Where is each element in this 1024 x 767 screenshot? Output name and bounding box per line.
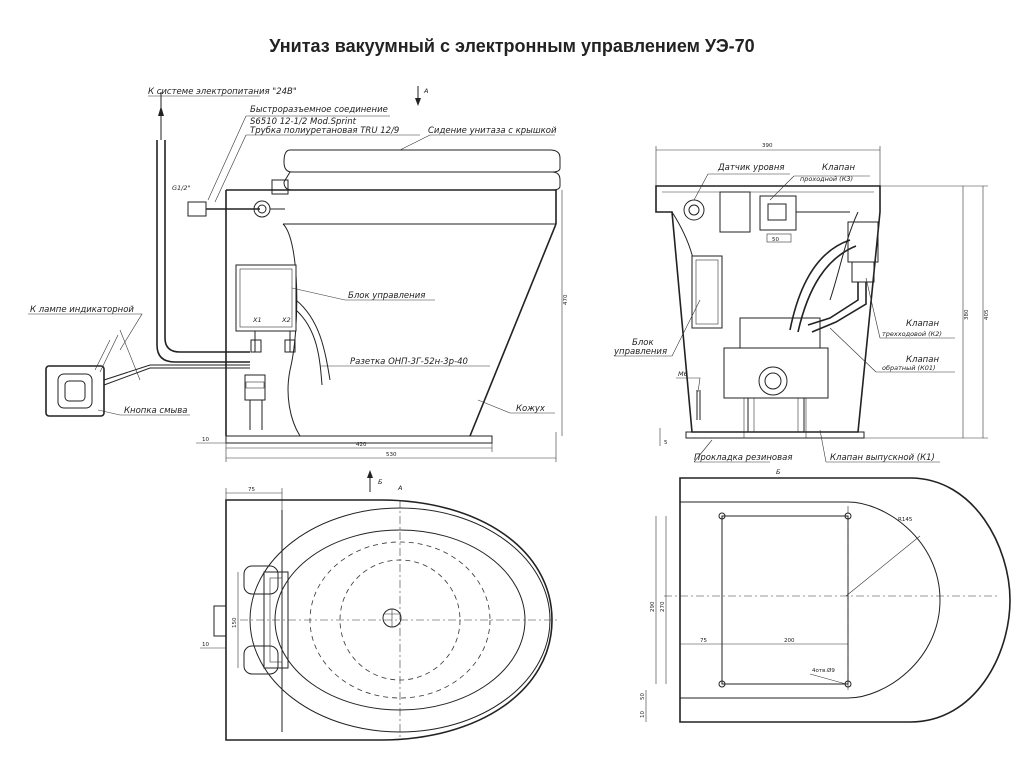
plan-dim-150: 150: [232, 617, 238, 628]
plan-dim-75: 75: [248, 487, 255, 493]
dim-base-75: 75: [700, 638, 707, 644]
plan-mark-a: А: [397, 484, 402, 492]
level-sensor: [683, 199, 705, 221]
dim-base-50: 50: [640, 693, 646, 700]
dim-290: 290: [650, 601, 656, 612]
label-valve-k2: Клапан: [906, 319, 939, 329]
page-title: Унитаз вакуумный с электронным управлени…: [269, 36, 755, 56]
seat-lid: [283, 149, 561, 173]
base-plate: [225, 435, 493, 444]
base-outline: [679, 477, 1011, 723]
label-valve-k3-type: проходной (К3): [800, 175, 853, 183]
label-valve-k01: Клапан: [906, 355, 939, 365]
label-quick-connect: Быстроразъемное соединение: [250, 105, 388, 115]
dim-200: 200: [784, 638, 795, 644]
dim-530: 530: [386, 452, 397, 458]
label-block: Блок: [632, 338, 654, 348]
label-control-block: Блок управления: [348, 291, 425, 301]
label-lamp: К лампе индикаторной: [30, 305, 134, 315]
valve-k2: [847, 221, 879, 263]
control-block-front: [235, 264, 297, 332]
side-view: 50 390 380 405 5: [613, 143, 990, 463]
label-valve-k2-type: трехходовой (К2): [882, 330, 942, 338]
label-quick-connect-code: S6510 12-1/2 Mod.Sprint: [250, 117, 357, 127]
label-valve-k3: Клапан: [822, 163, 855, 173]
dim-10: 10: [202, 437, 209, 443]
dim-405: 405: [984, 309, 990, 320]
hinge-bottom: [243, 645, 279, 675]
label-casing: Кожух: [516, 404, 546, 414]
label-flush-button: Кнопка смыва: [124, 406, 187, 416]
plan-dim-10: 10: [202, 642, 209, 648]
dim-270: 270: [660, 601, 666, 612]
label-g12: G1/2": [172, 184, 191, 192]
flush-button: [45, 365, 105, 417]
dim-50: 50: [772, 237, 779, 243]
rubber-gasket: [685, 431, 865, 439]
base-mark-b: Б: [776, 468, 781, 476]
section-mark-b: Б: [378, 478, 383, 486]
label-gasket: Прокладка резиновая: [694, 453, 792, 463]
control-block-side: [691, 255, 723, 329]
dim-5: 5: [664, 440, 668, 446]
pneumatic-tube: [156, 140, 250, 363]
dim-r145: R145: [898, 517, 913, 523]
label-level-sensor: Датчик уровня: [717, 163, 785, 173]
dim-470: 470: [563, 294, 569, 305]
label-m6: М6: [678, 370, 688, 378]
label-control: управления: [613, 347, 667, 357]
plan-view: 75 150 10 А: [200, 484, 560, 741]
label-outlet-valve: Клапан выпускной (К1): [830, 453, 935, 463]
mounting-rect: [721, 515, 849, 685]
label-seat: Сидение унитаза с крышкой: [428, 126, 557, 136]
dim-holes: 4отв.Ø9: [812, 667, 835, 674]
dim-base-10: 10: [640, 711, 646, 718]
front-view: 420 530 470 10 А Б К системе электропита…: [28, 86, 569, 492]
hinge-top: [243, 565, 279, 595]
section-mark-a: А: [423, 87, 428, 95]
dim-420: 420: [356, 442, 367, 448]
label-power: К системе электропитания "24В": [148, 87, 297, 97]
label-valve-k01-type: обратный (К01): [882, 364, 936, 372]
label-x2: X2: [281, 316, 291, 324]
dim-380: 380: [964, 309, 970, 320]
label-x1: X1: [252, 316, 262, 324]
base-view: R145 290 270 75 200 4отв.Ø9 50 10 Б: [640, 468, 1011, 723]
label-socket: Разетка ОНП-3Г-52н-3р-40: [350, 357, 468, 367]
label-tube: Трубка полиуретановая TRU 12/9: [250, 126, 399, 136]
valve-k3: [719, 191, 751, 233]
outlet-valve: [723, 347, 829, 399]
dim-390: 390: [762, 143, 773, 149]
